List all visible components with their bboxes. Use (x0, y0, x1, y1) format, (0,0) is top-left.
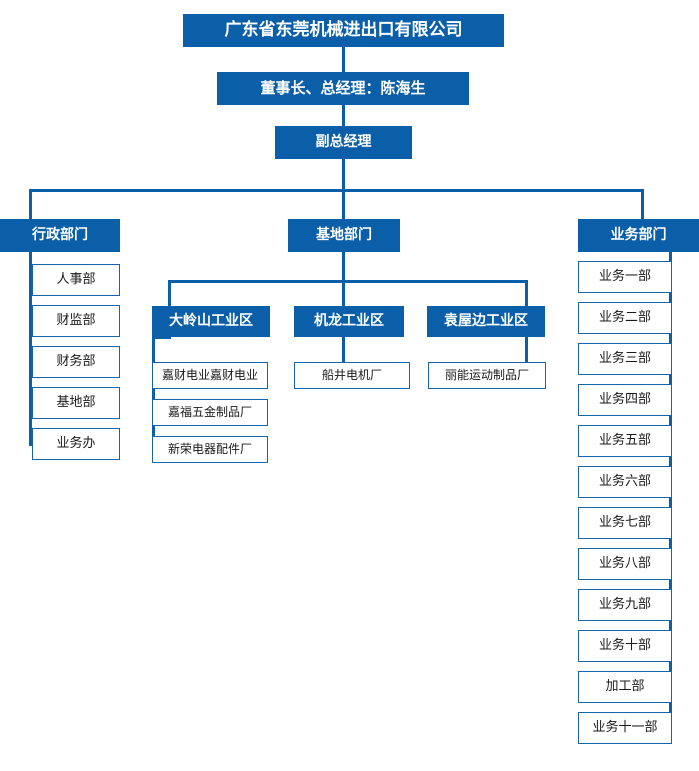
connector-vice-to-bus (342, 159, 345, 191)
node-admin-unit-1[interactable]: 人事部 (32, 264, 120, 296)
node-business-unit-11[interactable]: 业务十一部 (578, 712, 672, 744)
node-label: 业务十部 (598, 637, 651, 653)
node-zone-dalingshan[interactable]: 大岭山工业区 (152, 306, 270, 337)
node-label: 财务部 (56, 353, 96, 369)
connector-base-to-zonebus (342, 252, 345, 282)
connector-daling-drop-v (168, 336, 171, 339)
node-label: 行政部门 (32, 227, 88, 244)
node-business-unit-7[interactable]: 业务七部 (578, 507, 672, 539)
node-label: 业务六部 (598, 473, 651, 489)
node-business-unit-9[interactable]: 业务九部 (578, 589, 672, 621)
node-department-base[interactable]: 基地部门 (288, 219, 400, 252)
node-label: 业务十一部 (592, 719, 658, 735)
node-business-unit-processing[interactable]: 加工部 (578, 671, 672, 703)
node-label: 业务五部 (598, 432, 651, 448)
node-business-unit-10[interactable]: 业务十部 (578, 630, 672, 662)
node-label: 业务部门 (610, 227, 667, 244)
node-label: 基地部 (56, 394, 96, 410)
connector-root-to-chief (342, 47, 345, 73)
connector-chief-to-vice (342, 104, 345, 126)
node-company-root[interactable]: 广东省东莞机械进出口有限公司 (183, 14, 504, 47)
connector-department-bus (29, 189, 644, 192)
node-label: 大岭山工业区 (169, 313, 253, 330)
connector-daling-drop (152, 336, 171, 339)
node-admin-unit-3[interactable]: 财务部 (32, 346, 120, 378)
node-factory-daling-2[interactable]: 嘉福五金制品厂 (152, 399, 268, 426)
node-label: 嘉财电业嘉财电业 (161, 367, 258, 382)
node-zone-yuanwubian[interactable]: 袁屋边工业区 (427, 306, 545, 337)
node-label: 业务七部 (598, 514, 651, 530)
node-business-unit-2[interactable]: 业务二部 (578, 302, 672, 334)
node-factory-daling-1[interactable]: 嘉财电业嘉财电业 (152, 362, 268, 389)
node-label: 业务八部 (598, 555, 651, 571)
node-department-admin[interactable]: 行政部门 (0, 219, 120, 252)
node-business-unit-6[interactable]: 业务六部 (578, 466, 672, 498)
node-business-unit-4[interactable]: 业务四部 (578, 384, 672, 416)
node-label: 财监部 (56, 312, 96, 328)
connector-bus-to-business (641, 189, 644, 219)
connector-admin-spine (29, 252, 32, 444)
node-label: 人事部 (56, 271, 96, 287)
node-label: 业务一部 (598, 268, 651, 284)
node-label: 业务三部 (598, 350, 651, 366)
node-admin-unit-5[interactable]: 业务办 (32, 428, 120, 460)
node-label: 董事长、总经理：陈海生 (260, 78, 426, 97)
node-vice-gm[interactable]: 副总经理 (275, 126, 412, 159)
node-label: 船井电机厂 (321, 367, 382, 382)
node-label: 业务办 (56, 435, 96, 451)
node-chairman-gm[interactable]: 董事长、总经理：陈海生 (217, 72, 469, 105)
connector-bus-to-base (342, 189, 345, 219)
node-business-unit-1[interactable]: 业务一部 (578, 261, 672, 293)
connector-zone-bus (168, 280, 528, 283)
node-department-business[interactable]: 业务部门 (578, 219, 699, 252)
node-label: 袁屋边工业区 (444, 313, 528, 330)
node-label: 加工部 (605, 678, 645, 694)
node-business-unit-5[interactable]: 业务五部 (578, 425, 672, 457)
node-label: 丽能运动制品厂 (444, 367, 529, 382)
node-label: 业务四部 (598, 391, 651, 407)
node-label: 嘉福五金制品厂 (167, 404, 252, 419)
node-label: 机龙工业区 (314, 313, 384, 330)
node-business-unit-3[interactable]: 业务三部 (578, 343, 672, 375)
connector-bus-to-admin (29, 189, 32, 219)
connector-zonebus-to-jilong (342, 280, 345, 306)
node-admin-unit-4[interactable]: 基地部 (32, 387, 120, 419)
node-label: 副总经理 (315, 134, 372, 151)
connector-zonebus-to-daling (168, 280, 171, 306)
node-label: 新荣电器配件厂 (167, 441, 252, 456)
node-factory-jilong-1[interactable]: 船井电机厂 (294, 362, 410, 389)
connector-zonebus-to-yuanwubian (525, 280, 528, 306)
node-label: 业务九部 (598, 596, 651, 612)
node-label: 广东省东莞机械进出口有限公司 (224, 19, 463, 40)
node-admin-unit-2[interactable]: 财监部 (32, 305, 120, 337)
connector-daling-spine (152, 336, 155, 456)
node-label: 基地部门 (316, 227, 372, 244)
connector-jilong-drop (342, 336, 345, 362)
node-factory-yuanwubian-1[interactable]: 丽能运动制品厂 (428, 362, 546, 389)
node-zone-jilong[interactable]: 机龙工业区 (294, 306, 404, 337)
node-label: 业务二部 (598, 309, 651, 325)
connector-yuanwubian-drop (525, 336, 528, 362)
node-business-unit-8[interactable]: 业务八部 (578, 548, 672, 580)
node-factory-daling-3[interactable]: 新荣电器配件厂 (152, 436, 268, 463)
